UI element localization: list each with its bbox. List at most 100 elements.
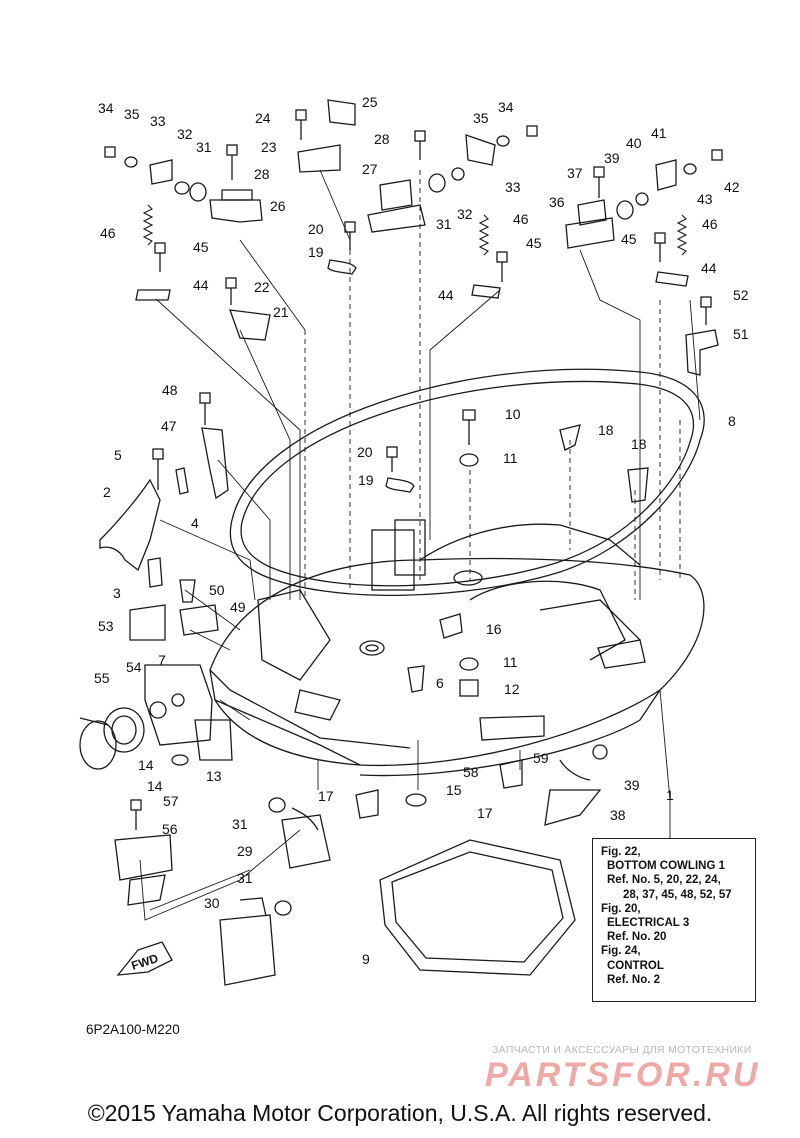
callout-57: 57: [163, 793, 179, 809]
callout-44c: 44: [701, 260, 717, 276]
callout-34b: 34: [498, 99, 514, 115]
callout-44a: 44: [193, 277, 209, 293]
callout-43: 43: [697, 191, 713, 207]
callout-31b: 31: [436, 216, 452, 232]
callout-56: 56: [162, 821, 178, 837]
callout-28b: 28: [374, 131, 390, 147]
note-line: CONTROL: [607, 959, 664, 972]
callout-25: 25: [362, 94, 378, 110]
callout-3: 3: [113, 585, 121, 601]
callout-18a: 18: [598, 422, 614, 438]
callout-5: 5: [114, 447, 122, 463]
callout-27: 27: [362, 161, 378, 177]
callout-47: 47: [161, 418, 177, 434]
note-line: ELECTRICAL 3: [607, 917, 690, 930]
callout-44b: 44: [438, 287, 454, 303]
callout-46c: 46: [702, 216, 718, 232]
part-brackets: [79, 99, 719, 986]
callout-45a: 45: [193, 239, 209, 255]
callout-46b: 46: [513, 211, 529, 227]
note-line: Fig. 24,: [601, 945, 641, 958]
callout-32a: 32: [177, 126, 193, 142]
callout-20b: 20: [357, 444, 373, 460]
callout-52: 52: [733, 287, 749, 303]
callout-33b: 33: [505, 179, 521, 195]
callout-1: 1: [666, 787, 674, 803]
callout-53: 53: [98, 618, 114, 634]
callout-10: 10: [505, 406, 521, 422]
watermark-tagline: ЗАПЧАСТИ И АКСЕССУАРЫ ДЛЯ МОТОТЕХНИКИ: [492, 1044, 752, 1056]
callout-24: 24: [255, 110, 271, 126]
callout-8: 8: [728, 413, 736, 429]
diagram-code: 6P2A100-M220: [86, 1022, 180, 1037]
callout-18b: 18: [631, 436, 647, 452]
callout-11a: 11: [503, 450, 518, 466]
callout-50: 50: [209, 582, 225, 598]
bottom-cowling-body: [209, 519, 705, 777]
cowling-rim-seal: [229, 368, 705, 596]
callout-40: 40: [626, 135, 642, 151]
callout-54: 54: [126, 659, 142, 675]
callout-7: 7: [158, 652, 166, 668]
callout-11b: 11: [503, 654, 518, 670]
callout-36: 36: [549, 194, 565, 210]
callout-34a: 34: [98, 100, 114, 116]
callout-31c: 31: [232, 816, 248, 832]
callout-14b: 14: [147, 778, 163, 794]
watermark-brand: PARTSFOR.RU: [485, 1056, 761, 1094]
callout-6: 6: [436, 675, 444, 691]
callout-31d: 31: [237, 870, 253, 886]
callout-58: 58: [463, 764, 479, 780]
callout-labels: 1 2 3 4 5 6 7 8 9 10 11 11 12 13 14 14 1…: [94, 94, 749, 973]
callout-2: 2: [103, 484, 111, 500]
callout-42: 42: [724, 179, 740, 195]
reference-note-box: Fig. 22, BOTTOM COWLING 1 Ref. No. 5, 20…: [592, 838, 756, 1002]
note-line: 28, 37, 45, 48, 52, 57: [623, 888, 732, 901]
assembly-guide-lines: [304, 170, 681, 600]
callout-59: 59: [533, 750, 549, 766]
callout-26: 26: [270, 198, 286, 214]
note-line: Ref. No. 5, 20, 22, 24,: [607, 874, 721, 887]
part-washers: [124, 135, 697, 916]
part-springs: [142, 204, 688, 256]
callout-48: 48: [162, 382, 178, 398]
callout-30: 30: [204, 895, 220, 911]
note-line: Ref. No. 2: [607, 973, 661, 986]
callout-45b: 45: [526, 235, 542, 251]
callout-55: 55: [94, 670, 110, 686]
callout-17a: 17: [318, 788, 334, 804]
callout-29: 29: [237, 843, 253, 859]
callout-4: 4: [191, 515, 199, 531]
callout-16: 16: [486, 621, 502, 637]
callout-45c: 45: [621, 231, 637, 247]
callout-21: 21: [273, 304, 289, 320]
bottom-seal-gasket: [379, 839, 576, 976]
callout-17b: 17: [477, 805, 493, 821]
callout-13: 13: [206, 768, 222, 784]
callout-12: 12: [504, 681, 520, 697]
note-line: BOTTOM COWLING 1: [607, 860, 725, 873]
note-line: Fig. 22,: [601, 846, 641, 858]
note-line: Fig. 20,: [601, 902, 641, 915]
callout-37: 37: [567, 165, 583, 181]
callout-33a: 33: [150, 113, 166, 129]
callout-35a: 35: [124, 106, 140, 122]
copyright-notice: ©2015 Yamaha Motor Corporation, U.S.A. A…: [87, 1100, 713, 1126]
callout-23: 23: [261, 139, 277, 155]
part-bolts: [104, 109, 723, 830]
callout-39a: 39: [604, 150, 620, 166]
callout-38: 38: [610, 807, 626, 823]
callout-51: 51: [733, 326, 749, 342]
callout-22: 22: [254, 279, 270, 295]
callout-31a: 31: [196, 139, 212, 155]
callout-35b: 35: [473, 110, 489, 126]
callout-20a: 20: [308, 221, 324, 237]
callout-39b: 39: [624, 777, 640, 793]
callout-14a: 14: [138, 757, 154, 773]
callout-19a: 19: [308, 244, 324, 260]
fwd-arrow-icon: [116, 941, 173, 976]
callout-15: 15: [446, 782, 462, 798]
callout-49: 49: [230, 599, 246, 615]
